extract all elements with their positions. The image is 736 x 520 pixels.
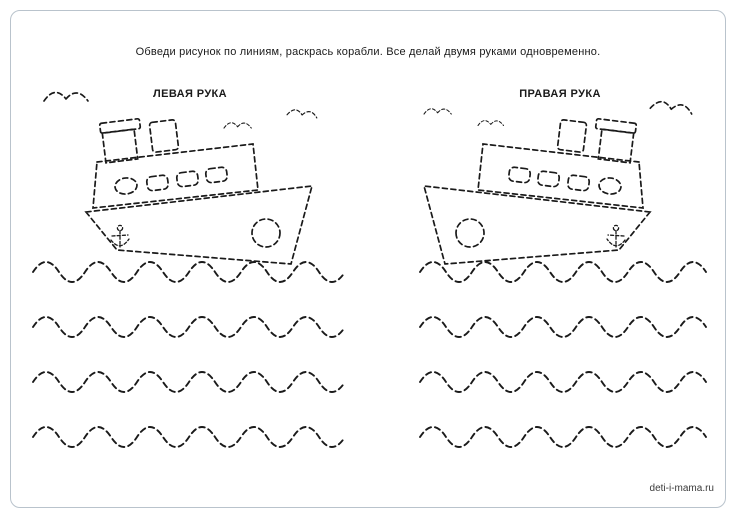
right-wave-lines bbox=[419, 261, 707, 448]
bird-icon bbox=[223, 122, 252, 129]
left-ship-drawing bbox=[85, 117, 313, 265]
right-hand-label: ПРАВАЯ РУКА bbox=[519, 88, 601, 100]
bird-icon bbox=[423, 108, 452, 115]
bird-icon bbox=[477, 120, 505, 127]
bird-icon bbox=[43, 91, 89, 102]
left-hand-label: ЛЕВАЯ РУКА bbox=[152, 88, 228, 100]
bird-icon bbox=[649, 99, 694, 115]
bird-icon bbox=[286, 108, 319, 119]
instruction-text: Обведи рисунок по линиям, раскрась кораб… bbox=[135, 46, 601, 58]
watermark: deti-i-mama.ru bbox=[649, 483, 714, 494]
right-ship-drawing bbox=[423, 117, 651, 265]
left-wave-lines bbox=[32, 261, 346, 448]
